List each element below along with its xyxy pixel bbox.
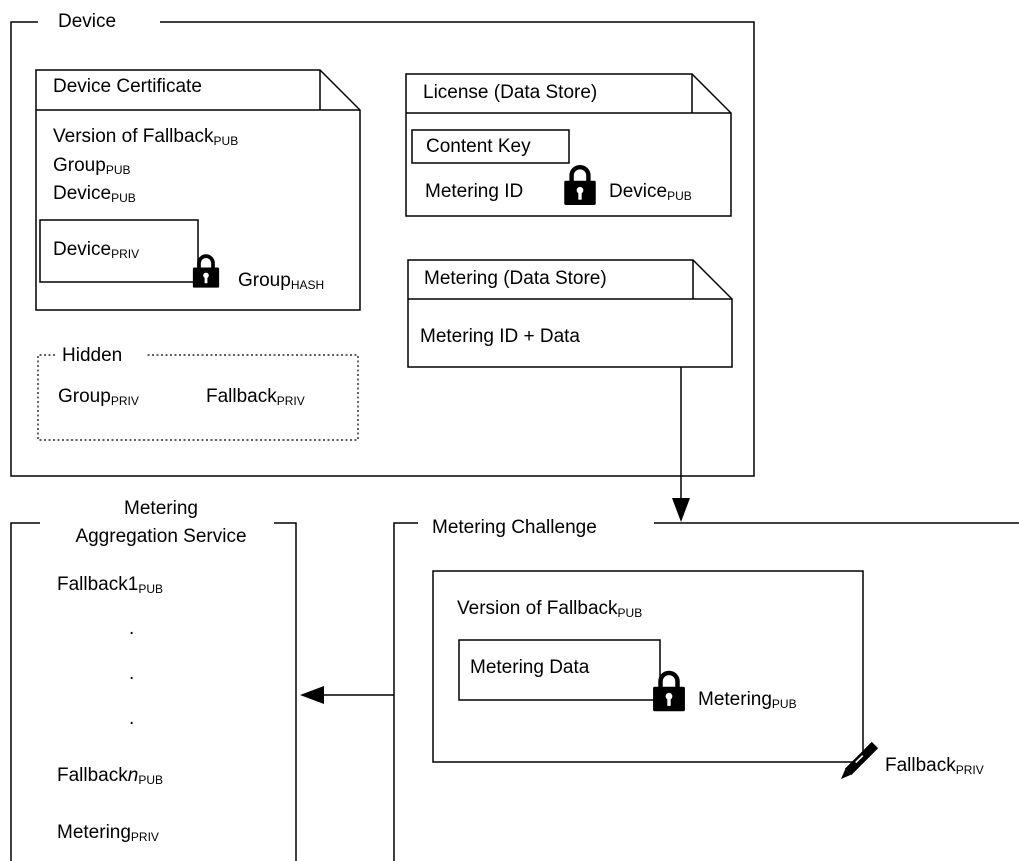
certificate-line-version: Version of FallbackPUB	[53, 126, 239, 148]
device-priv-box	[39, 219, 199, 283]
aggregation-fallback1-pub: Fallback1PUB	[57, 574, 164, 596]
aggregation-metering-priv: MeteringPRIV	[57, 822, 159, 844]
challenge-frame	[393, 522, 1019, 861]
certificate-line-group: GroupPUB	[53, 155, 131, 177]
hidden-box	[37, 354, 359, 441]
device-frame	[10, 21, 755, 477]
content-key-box	[411, 129, 570, 164]
challenge-version-line: Version of FallbackPUB	[457, 598, 643, 620]
aggregation-title-line1: Metering	[124, 498, 198, 519]
lock-icon	[193, 256, 219, 288]
device-title: Device	[54, 11, 121, 33]
challenge-title: Metering Challenge	[428, 517, 601, 539]
license-device-pub: DevicePUB	[609, 181, 692, 203]
certificate-line-device: DevicePUB	[53, 183, 136, 205]
aggregation-dot: .	[129, 708, 135, 729]
hidden-group-priv: GroupPRIV	[58, 386, 139, 408]
challenge-inner-box	[432, 570, 864, 763]
metering-store-body: Metering ID + Data	[420, 326, 580, 347]
signature-fallback-priv: FallbackPRIV	[885, 755, 984, 777]
lock-icon	[653, 673, 685, 711]
group-hash-label: GroupHASH	[238, 270, 325, 292]
aggregation-frame	[10, 522, 297, 861]
arrow-metering-to-challenge	[672, 367, 690, 522]
license-metering-id: Metering ID	[425, 181, 524, 202]
license-box	[405, 73, 732, 217]
metering-store-title: Metering (Data Store)	[424, 268, 607, 289]
metering-pub-label: MeteringPUB	[698, 689, 797, 711]
metering-data-label: Metering Data	[470, 657, 590, 678]
lock-icon	[564, 167, 596, 205]
hidden-fallback-priv: FallbackPRIV	[206, 386, 305, 408]
aggregation-fallbackn-pub: FallbacknPUB	[57, 765, 164, 787]
license-title: License (Data Store)	[423, 82, 598, 103]
content-key-label: Content Key	[426, 136, 531, 157]
certificate-title: Device Certificate	[53, 76, 202, 97]
aggregation-title-line2: Aggregation Service	[44, 526, 278, 548]
hidden-title: Hidden	[58, 345, 127, 367]
metering-data-box	[458, 639, 661, 701]
pen-icon	[841, 741, 879, 779]
aggregation-dot: .	[129, 618, 135, 639]
metering-store-box	[407, 259, 733, 368]
device-certificate-box	[35, 69, 361, 311]
aggregation-dot: .	[129, 663, 135, 684]
device-priv-label: DevicePRIV	[53, 239, 140, 261]
arrow-challenge-to-aggregation	[300, 686, 394, 704]
